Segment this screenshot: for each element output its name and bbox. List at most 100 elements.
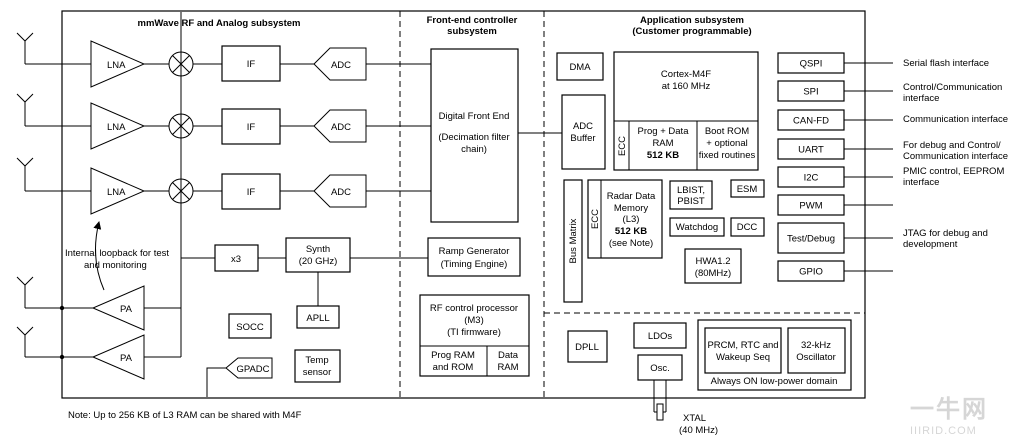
app-title-line1: Application subsystem [640,15,744,26]
interface-label: I2C [804,173,819,184]
svg-text:512 KB: 512 KB [647,150,679,161]
svg-text:IF: IF [247,59,256,70]
interface-label: CAN-FD [793,116,829,127]
pa-amplifier [91,334,145,380]
bus-matrix-block [563,179,583,303]
footnote: Note: Up to 256 KB of L3 RAM can be shar… [68,410,302,421]
svg-text:ADC: ADC [331,60,351,71]
adc-buffer-block [561,94,606,170]
watchdog-block [669,217,725,237]
interface-label: Test/Debug [787,234,835,245]
svg-text:LNA: LNA [107,187,126,198]
synth-block [285,237,351,273]
digital-front-end-block [430,48,519,223]
lna-amplifier [90,167,146,215]
always-on-label: Always ON low-power domain [711,376,838,387]
loopback-arrow [93,221,105,291]
interface-description: JTAG for debug and [903,228,988,239]
svg-text:Oscillator: Oscillator [796,352,836,363]
x3-multiplier [214,244,259,272]
rx-antenna-icon [16,32,34,64]
ramp-generator-block [427,237,521,277]
interface-description: interface [903,93,939,104]
apll-block [296,305,340,329]
tx-antenna-icon [16,326,34,357]
svg-text:Synth: Synth [306,244,330,255]
pa-amplifier [91,285,145,331]
svg-text:PRCM, RTC and: PRCM, RTC and [707,340,778,351]
svg-text:ADC: ADC [331,187,351,198]
svg-text:DPLL: DPLL [575,342,599,353]
dma-block [556,52,604,81]
svg-text:(L3): (L3) [623,214,640,225]
crystal-icon [654,403,666,421]
svg-text:LDOs: LDOs [648,331,673,342]
svg-text:PBIST: PBIST [677,196,705,207]
svg-text:+ optional: + optional [706,138,747,149]
svg-text:Temp: Temp [305,355,328,366]
hwa-block [684,248,742,284]
svg-text:LNA: LNA [107,60,126,71]
svg-text:512 KB: 512 KB [615,226,647,237]
svg-text:PA: PA [120,304,133,315]
temp-sensor-block [294,349,341,383]
if-block [221,45,281,82]
svg-text:32-kHz: 32-kHz [801,340,831,351]
svg-text:ADC: ADC [573,121,593,132]
lna-amplifier [90,102,146,150]
svg-text:LNA: LNA [107,122,126,133]
cortex-ecc-label: ECC [617,136,628,156]
gpadc-converter [225,357,273,379]
svg-text:Osc.: Osc. [650,363,670,374]
app-title-line2: (Customer programmable) [632,26,751,37]
svg-text:Digital Front End: Digital Front End [439,111,510,122]
interface-description: Communication interface [903,114,1008,125]
svg-text:(80MHz): (80MHz) [695,268,731,279]
interface-description: development [903,239,958,250]
ldos-block [633,322,687,349]
svg-text:(TI firmware): (TI firmware) [447,327,501,338]
svg-text:ADC: ADC [331,122,351,133]
prog-ram-rom-label: Prog RAM [431,350,475,361]
interface-description: interface [903,177,939,188]
svg-text:IF: IF [247,187,256,198]
svg-text:(M3): (M3) [464,315,484,326]
svg-text:LBIST,: LBIST, [677,185,705,196]
interface-label: QSPI [800,59,823,70]
svg-text:x3: x3 [231,254,241,265]
interface-description: Serial flash interface [903,58,989,69]
receive-chain-1: LNA IF ADC [16,32,431,88]
svg-text:RAM: RAM [652,138,673,149]
xtal-freq-label: (40 MHz) [679,425,718,436]
svg-text:HWA1.2: HWA1.2 [695,256,730,267]
xtal-label: XTAL [683,413,706,424]
frontend-title-line1: Front-end controller [427,15,518,26]
lbist-pbist-block [669,180,713,210]
interface-label: GPIO [799,267,823,278]
svg-text:Radar Data: Radar Data [607,191,656,202]
transmit-chain-2: PA [16,326,181,380]
svg-text:RAM: RAM [497,362,518,373]
loopback-label-line1: Internal loopback for test [65,248,169,259]
svg-text:ESM: ESM [737,184,758,195]
svg-text:DMA: DMA [569,62,591,73]
svg-text:sensor: sensor [303,367,332,378]
radar-ecc-label: ECC [590,209,601,229]
32khz-oscillator-block [787,327,846,374]
svg-text:SOCC: SOCC [236,322,264,333]
svg-text:PA: PA [120,353,133,364]
radar-data-memory-block [587,179,663,259]
svg-text:IF: IF [247,122,256,133]
receive-chain-3: LNA IF ADC [16,157,431,215]
socc-block [228,313,272,339]
svg-text:Prog + Data: Prog + Data [638,126,690,137]
esm-block [730,179,765,198]
svg-text:(Timing Engine): (Timing Engine) [441,259,508,270]
svg-text:(Decimation filter: (Decimation filter [438,132,509,143]
interface-label: SPI [803,87,818,98]
osc-block [637,354,683,381]
lna-amplifier [90,40,146,88]
rf-section-title: mmWave RF and Analog subsystem [138,18,301,29]
svg-text:fixed routines: fixed routines [699,150,756,161]
